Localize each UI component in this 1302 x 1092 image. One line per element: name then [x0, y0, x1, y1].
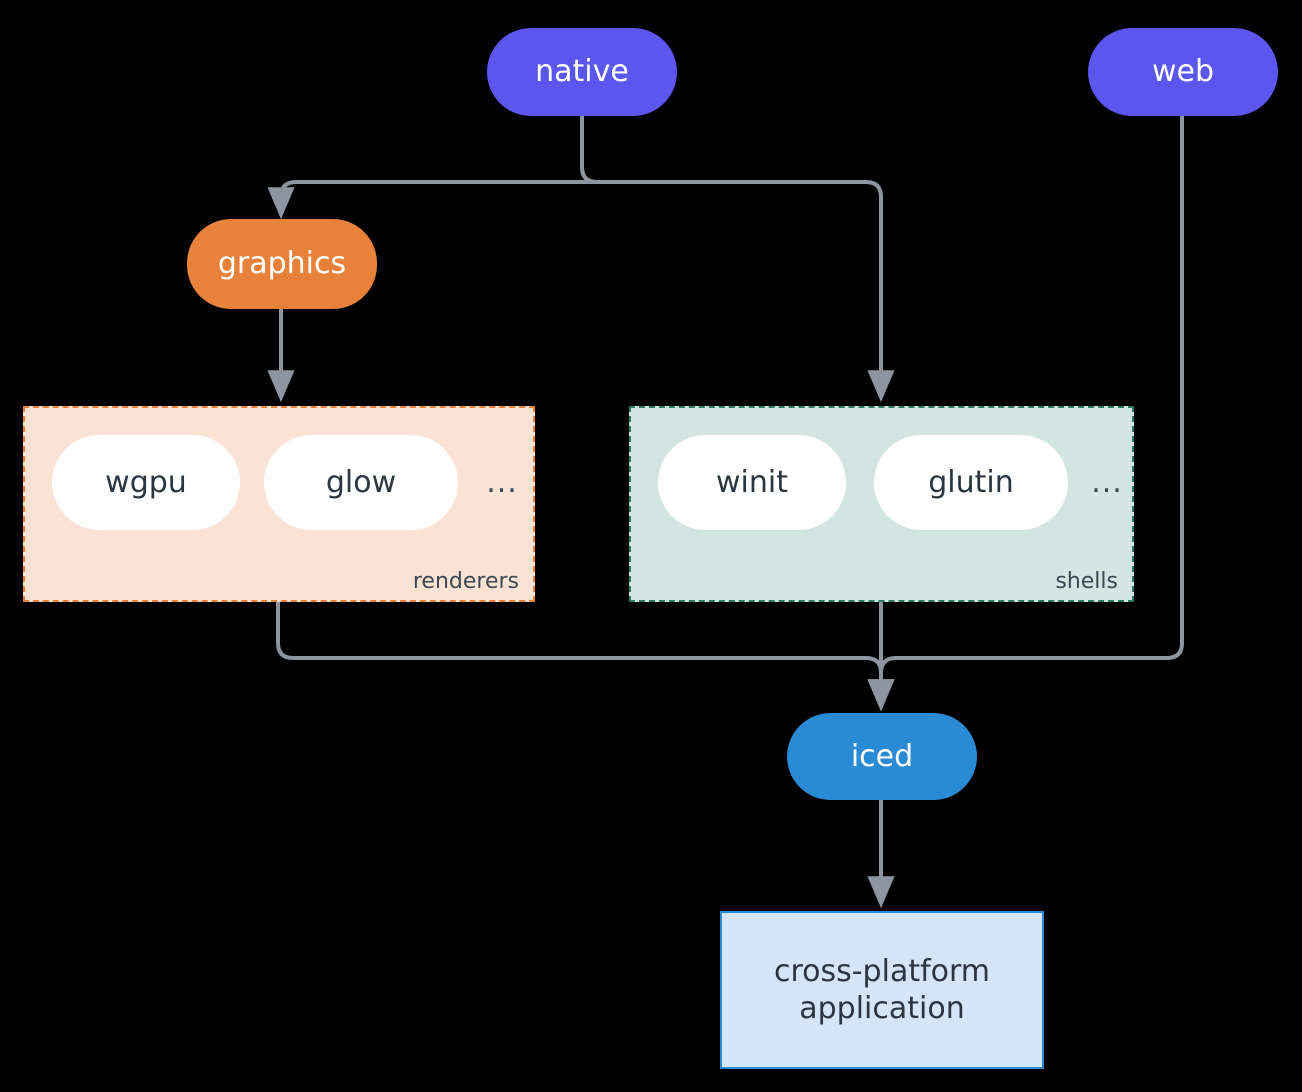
- node-application-line2: application: [799, 991, 965, 1026]
- subnode-glow[interactable]: glow: [264, 435, 458, 530]
- renderers-overflow-ellipsis: ...: [478, 435, 526, 530]
- edge-native-to-shells: [582, 180, 895, 403]
- subnode-glow-label: glow: [325, 465, 397, 500]
- edge-native-to-graphics: [267, 180, 582, 220]
- node-iced-label: iced: [850, 738, 914, 774]
- cluster-renderers-label-text: renderers: [412, 569, 519, 594]
- cluster-shells-label: shells: [1055, 569, 1118, 594]
- node-web[interactable]: web: [1088, 28, 1278, 116]
- node-native-label: native: [535, 54, 629, 90]
- subnode-glutin[interactable]: glutin: [874, 435, 1068, 530]
- shells-overflow-label: ...: [1091, 465, 1123, 500]
- subnode-glutin-label: glutin: [928, 465, 1014, 500]
- node-web-label: web: [1151, 54, 1215, 90]
- cluster-renderers-label: renderers: [413, 569, 519, 594]
- subnode-winit[interactable]: winit: [658, 435, 846, 530]
- subnode-wgpu[interactable]: wgpu: [52, 435, 240, 530]
- node-native[interactable]: native: [487, 28, 677, 116]
- edge-native-trunk: [580, 116, 598, 184]
- subnode-wgpu-label: wgpu: [105, 465, 187, 500]
- renderers-overflow-label: ...: [486, 465, 518, 500]
- shells-overflow-ellipsis: ...: [1083, 435, 1131, 530]
- subnode-winit-label: winit: [716, 465, 788, 500]
- node-application[interactable]: cross-platform application: [720, 911, 1044, 1069]
- node-graphics-label: graphics: [217, 246, 347, 282]
- edge-renderers-to-iced: [276, 601, 895, 712]
- cluster-shells: winit glutin ... shells: [629, 406, 1134, 602]
- node-graphics[interactable]: graphics: [187, 219, 377, 309]
- node-iced[interactable]: iced: [787, 713, 977, 800]
- node-application-line1: cross-platform: [773, 953, 991, 989]
- cluster-shells-label-text: shells: [1055, 569, 1118, 594]
- cluster-renderers: wgpu glow ... renderers: [23, 406, 535, 602]
